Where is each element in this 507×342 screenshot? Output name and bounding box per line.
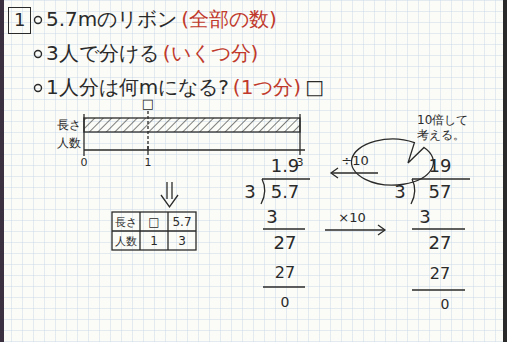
photo-edge <box>503 0 507 342</box>
table-cell: 1 <box>150 235 158 247</box>
down-arrow <box>171 182 172 199</box>
division-digit: 3 <box>419 208 430 226</box>
speech-bubble: 10倍して考える。 <box>404 104 488 152</box>
tape-label: □ <box>142 97 154 110</box>
down-arrow-head <box>161 195 178 207</box>
problem-number-box: 1 <box>8 7 31 34</box>
division-digit: 3 <box>244 183 255 201</box>
division-digit: 1.9 <box>271 157 300 175</box>
problem-number: 1 <box>14 9 25 32</box>
question-text: 1人分は何mになる? <box>46 74 229 100</box>
operation-label: ÷10 <box>341 154 368 167</box>
division-digit: 57 <box>429 183 452 201</box>
division-digit: 27 <box>430 266 450 282</box>
arrow-head <box>378 225 385 235</box>
division-digit: 19 <box>429 157 452 175</box>
table-cell: 長さ <box>115 216 137 227</box>
table-cell: 3 <box>178 235 186 247</box>
division-digit: 5.7 <box>271 183 300 201</box>
annotation: (全部の数) <box>181 6 277 32</box>
annotation: (1つ分) <box>233 74 301 100</box>
tick <box>147 146 148 155</box>
down-arrow <box>166 182 167 199</box>
table-cell: □ <box>148 216 159 228</box>
table-cell: 5.7 <box>172 216 191 228</box>
operation-label: ×10 <box>338 211 365 224</box>
bubble-text: 10倍して考える。 <box>417 113 475 143</box>
subtraction-rule <box>263 286 305 287</box>
table-rule <box>112 230 196 231</box>
division-digit: 0 <box>281 295 290 309</box>
tape-label: 人数 <box>57 137 81 149</box>
table-cell: 人数 <box>115 235 137 246</box>
division-bracket <box>261 179 265 204</box>
division-digit: 27 <box>275 265 295 281</box>
question-line: 5.7mのリボン(全部の数) <box>46 6 277 32</box>
tape-bar <box>84 118 300 132</box>
bubble-outline <box>351 139 433 185</box>
question-text: □ <box>305 74 324 100</box>
arrow-line <box>332 172 378 173</box>
tick <box>299 114 300 155</box>
division-digit: 0 <box>441 297 450 311</box>
annotation: (いくつ分) <box>163 40 259 66</box>
arrow-line <box>325 229 384 230</box>
photo-edge <box>0 0 4 342</box>
tape-label: 長さ <box>57 119 81 131</box>
division-digit: 27 <box>274 234 297 252</box>
tape-label: 1 <box>145 157 152 168</box>
division-digit: 3 <box>266 208 277 226</box>
subtraction-rule <box>412 228 465 229</box>
question-text: 3人で分ける <box>46 40 159 66</box>
bullet <box>35 85 42 92</box>
question-text: 5.7mのリボン <box>46 6 177 32</box>
tape-divider <box>147 111 148 150</box>
subtraction-rule <box>412 289 465 290</box>
bullet <box>35 17 42 24</box>
table-frame <box>112 212 196 250</box>
division-digit: 27 <box>429 234 452 252</box>
question-line: 3人で分ける(いくつ分) <box>46 40 258 66</box>
arrow-head <box>331 168 338 178</box>
question-line: 1人分は何mになる?(1つ分)□ <box>46 74 324 100</box>
division-bar <box>262 178 310 179</box>
tape-label: 0 <box>81 157 88 168</box>
bullet <box>35 51 42 58</box>
subtraction-rule <box>263 228 305 229</box>
number-line <box>84 149 305 150</box>
